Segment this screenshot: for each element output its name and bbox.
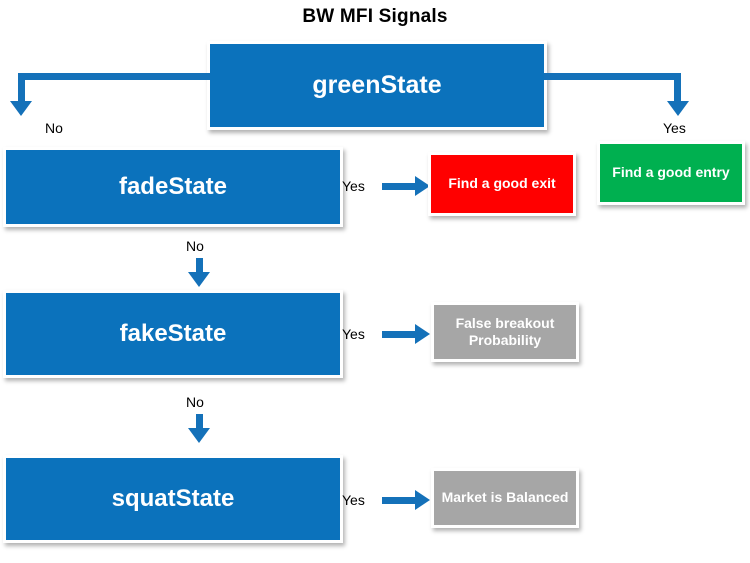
- connector-green-no-vertical: [18, 73, 25, 103]
- node-fake-state-label: fakeState: [119, 320, 227, 348]
- connector-green-yes-arrowhead: [667, 101, 689, 116]
- connector-fake-yes-arrowhead: [415, 324, 430, 344]
- node-fake-state[interactable]: fakeState: [3, 290, 343, 378]
- node-market-balanced-label: Market is Balanced: [441, 489, 569, 506]
- connector-fade-no-line: [196, 258, 203, 274]
- connector-green-yes-vertical: [674, 73, 681, 103]
- connector-squat-yes-arrowhead: [415, 490, 430, 510]
- connector-green-yes-horizontal: [544, 73, 681, 80]
- connector-fade-yes-arrowhead: [415, 176, 430, 196]
- connector-green-no-horizontal: [18, 73, 210, 80]
- node-false-breakout[interactable]: False breakout Probability: [431, 302, 579, 362]
- edge-label-fake-no: No: [186, 394, 204, 410]
- node-squat-state-label: squatState: [111, 485, 235, 513]
- node-find-good-entry[interactable]: Find a good entry: [597, 141, 745, 205]
- node-find-good-exit[interactable]: Find a good exit: [428, 152, 576, 216]
- node-find-good-exit-label: Find a good exit: [448, 175, 556, 192]
- connector-green-no-arrowhead: [10, 101, 32, 116]
- edge-label-green-yes: Yes: [663, 120, 686, 136]
- node-green-state[interactable]: greenState: [207, 41, 547, 130]
- edge-label-fade-no: No: [186, 238, 204, 254]
- connector-fake-no-line: [196, 414, 203, 430]
- connector-fade-no-arrowhead: [188, 272, 210, 287]
- node-green-state-label: greenState: [312, 71, 442, 100]
- node-fade-state-label: fadeState: [118, 173, 228, 201]
- node-fade-state[interactable]: fadeState: [3, 147, 343, 227]
- connector-fake-no-arrowhead: [188, 428, 210, 443]
- edge-label-fade-yes: Yes: [342, 178, 365, 194]
- node-market-balanced[interactable]: Market is Balanced: [431, 468, 579, 528]
- node-squat-state[interactable]: squatState: [3, 455, 343, 543]
- node-false-breakout-label: False breakout Probability: [455, 314, 555, 348]
- node-find-good-entry-label: Find a good entry: [612, 164, 730, 181]
- connector-squat-yes-line: [382, 497, 417, 504]
- page-title: BW MFI Signals: [302, 6, 448, 27]
- edge-label-fake-yes: Yes: [342, 326, 365, 342]
- edge-label-squat-yes: Yes: [342, 492, 365, 508]
- connector-fade-yes-line: [382, 183, 417, 190]
- connector-fake-yes-line: [382, 331, 417, 338]
- edge-label-green-no: No: [45, 120, 63, 136]
